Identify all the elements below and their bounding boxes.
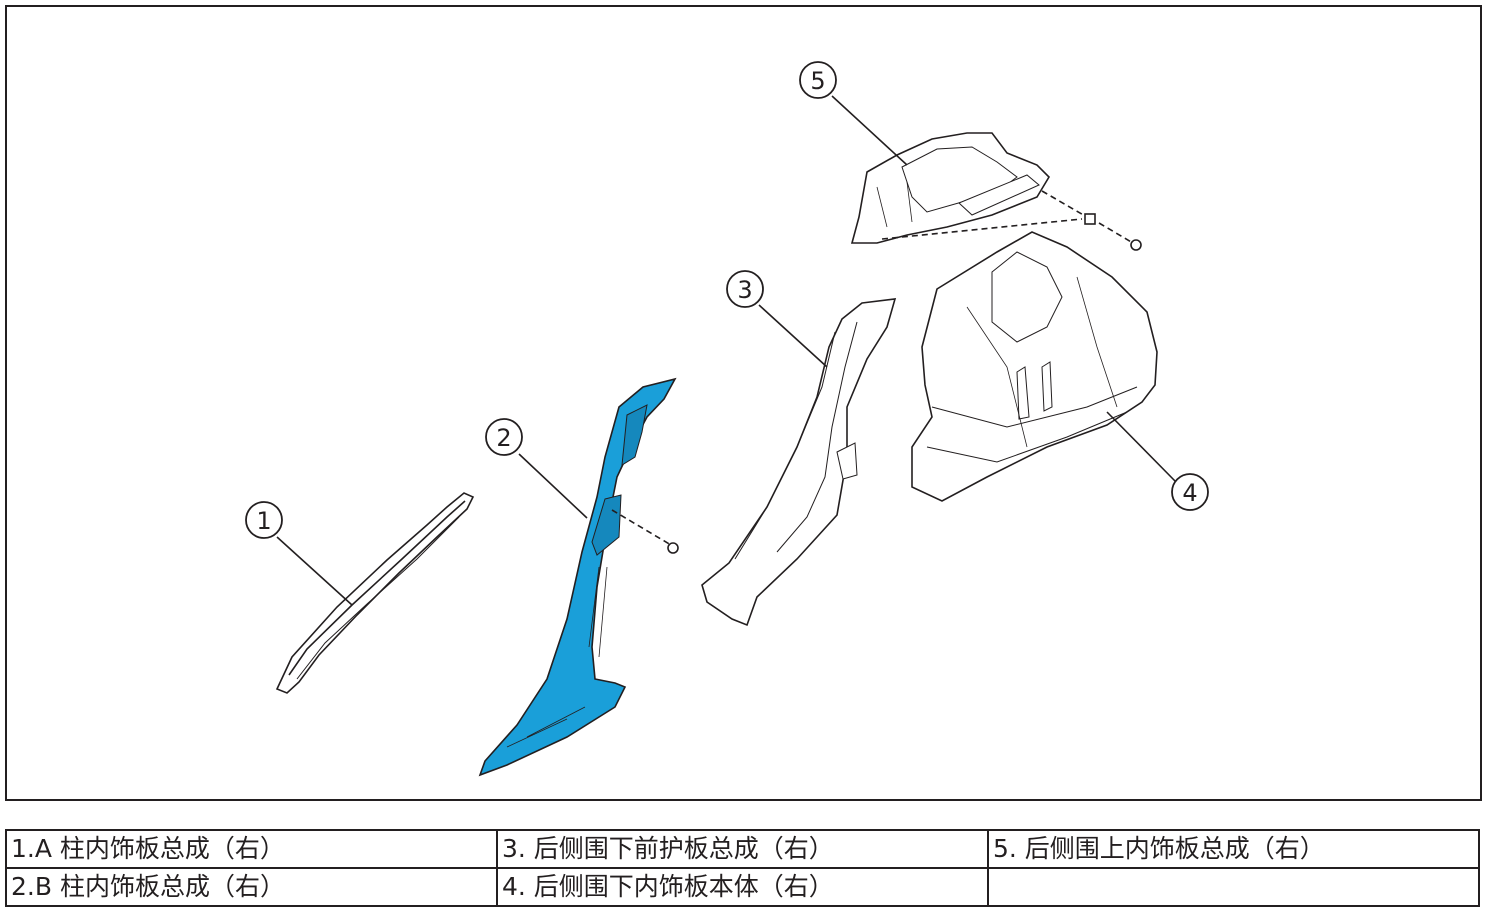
part-rear-quarter-lower-front-trim (701, 298, 897, 627)
callout-1: 1 (245, 501, 283, 539)
callout-4-number: 4 (1182, 479, 1197, 507)
legend-row: 2.B 柱内饰板总成（右） 4. 后侧围下内饰板本体（右） (5, 867, 1480, 907)
legend-cell: 1.A 柱内饰板总成（右） (5, 829, 498, 869)
part-a-pillar-trim (275, 492, 475, 694)
b-pillar-screw (667, 542, 679, 554)
callout-3-number: 3 (737, 276, 752, 304)
callout-3: 3 (726, 270, 764, 308)
legend-cell: 5. 后侧围上内饰板总成（右） (987, 829, 1480, 869)
upper-trim-screw (1130, 239, 1142, 251)
callout-2-number: 2 (496, 424, 511, 452)
parts-diagram: 1 2 3 4 5 (245, 61, 1209, 777)
callout-leaders (276, 95, 1176, 606)
callout-5: 5 (799, 61, 837, 99)
part-b-pillar-trim (478, 377, 677, 777)
parts-legend-table: 1.A 柱内饰板总成（右） 3. 后侧围下前护板总成（右） 5. 后侧围上内饰板… (5, 829, 1480, 907)
legend-cell-empty (987, 867, 1480, 907)
callout-1-number: 1 (256, 507, 271, 535)
diagram-frame: 1 2 3 4 5 (5, 5, 1482, 801)
part-rear-quarter-lower-trim-body (911, 231, 1158, 502)
upper-trim-clip (1084, 213, 1096, 225)
legend-cell: 4. 后侧围下内饰板本体（右） (496, 867, 989, 907)
callout-2: 2 (485, 418, 523, 456)
part-rear-quarter-upper-trim (850, 132, 1051, 244)
callout-5-number: 5 (810, 67, 825, 95)
legend-row: 1.A 柱内饰板总成（右） 3. 后侧围下前护板总成（右） 5. 后侧围上内饰板… (5, 829, 1480, 869)
legend-cell: 2.B 柱内饰板总成（右） (5, 867, 498, 907)
fasteners (611, 190, 1142, 554)
legend-cell: 3. 后侧围下前护板总成（右） (496, 829, 989, 869)
callout-4: 4 (1171, 473, 1209, 511)
